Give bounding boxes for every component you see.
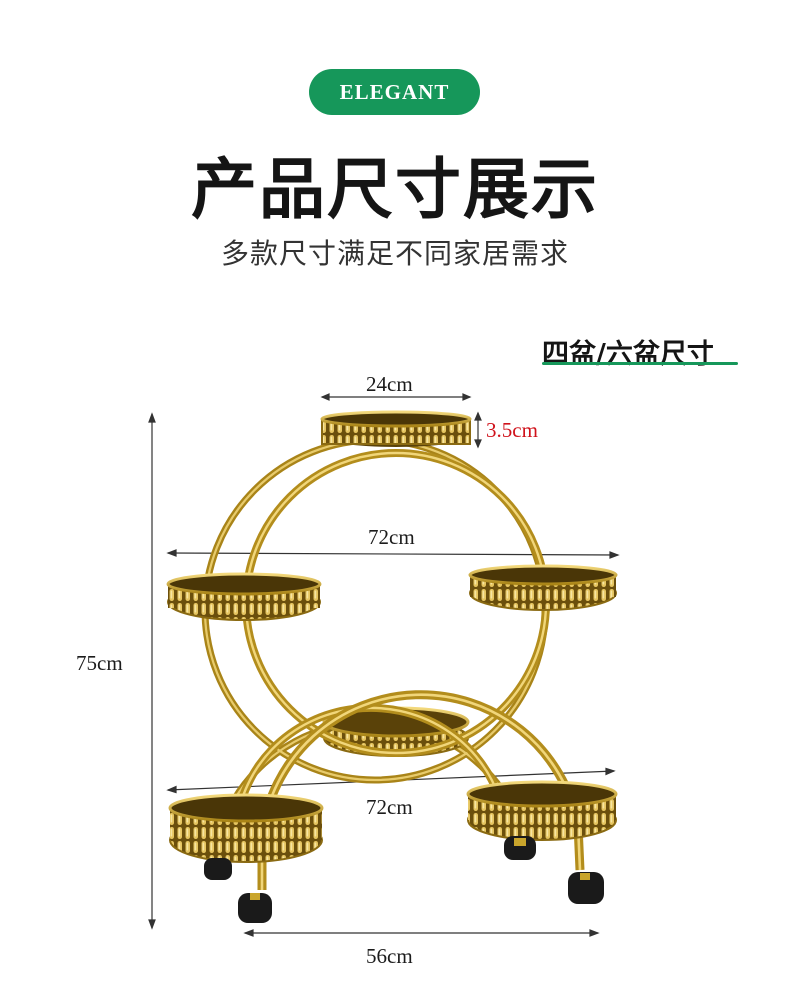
dim-base-width: 56cm bbox=[366, 944, 413, 968]
dim-total-height: 75cm bbox=[76, 651, 123, 675]
tray-top bbox=[320, 410, 472, 447]
tray-upper-right bbox=[468, 564, 618, 611]
tray-lower-left bbox=[168, 793, 324, 863]
dim-lower-width: 72cm bbox=[366, 795, 413, 819]
variant-underline bbox=[542, 362, 738, 365]
dim-upper-width: 72cm bbox=[368, 525, 415, 549]
caster-wheels bbox=[204, 836, 604, 923]
page-subtitle: 多款尺寸满足不同家居需求 bbox=[220, 237, 569, 270]
tray-lower-right bbox=[466, 780, 618, 841]
page-title: 产品尺寸展示 bbox=[191, 150, 599, 228]
dim-tray-height: 3.5cm bbox=[486, 418, 538, 442]
tray-upper-left bbox=[166, 572, 322, 621]
dim-top-tray-width: 24cm bbox=[366, 372, 413, 396]
elegant-badge: ELEGANT bbox=[309, 69, 480, 115]
